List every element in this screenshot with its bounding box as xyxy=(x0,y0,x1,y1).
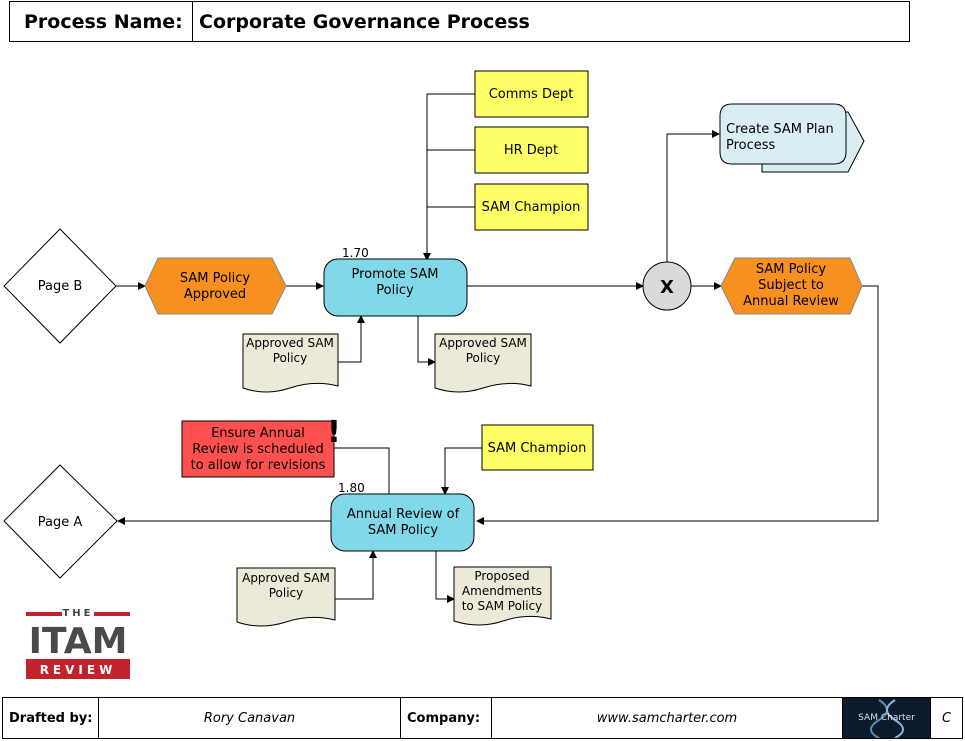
page-a-connector[interactable]: Page A xyxy=(3,464,118,579)
role-label: SAM Champion xyxy=(488,441,587,456)
document-label-line: Proposed xyxy=(474,569,529,583)
step-170-label-line: Promote SAM xyxy=(351,267,438,282)
event-label-line: Approved xyxy=(184,287,246,302)
document-label-line: to SAM Policy xyxy=(462,599,543,613)
logo-the: THE xyxy=(62,608,93,619)
document-label-line: Policy xyxy=(466,351,501,365)
company-label: Company: xyxy=(401,698,492,738)
page-a-label: Page A xyxy=(38,515,83,530)
note-label-line: to allow for revisions xyxy=(191,458,326,473)
version-value: C xyxy=(941,710,952,726)
subprocess-label-line: Create SAM Plan xyxy=(726,122,834,137)
process-name-label: Process Name: xyxy=(10,2,193,41)
connector-gateway-to-subprocess xyxy=(666,130,720,262)
event-sam-policy-approved[interactable]: SAM Policy Approved xyxy=(144,257,287,315)
role-hr-dept[interactable]: HR Dept xyxy=(474,126,589,174)
sam-charter-badge-text: SAM Charter xyxy=(858,713,915,723)
event-label-line: SAM Policy xyxy=(180,271,250,286)
drafted-by-label: Drafted by: xyxy=(3,698,99,738)
step-180-label-line: SAM Policy xyxy=(368,523,438,538)
event-sam-policy-annual-review[interactable]: SAM Policy Subject to Annual Review xyxy=(720,257,863,315)
process-step-annual-review[interactable]: Annual Review of SAM Policy xyxy=(330,493,475,552)
connector-event-to-180 xyxy=(476,285,879,525)
process-header: Process Name: Corporate Governance Proce… xyxy=(9,1,910,42)
connector-champion-to-180 xyxy=(441,447,482,495)
document-proposed-amendments[interactable]: Proposed Amendments to SAM Policy xyxy=(453,566,552,626)
document-label-line: Policy xyxy=(273,351,308,365)
company-value: www.samcharter.com xyxy=(492,698,843,738)
role-label: HR Dept xyxy=(504,143,558,158)
footer: Drafted by: Rory Canavan Company: www.sa… xyxy=(2,697,963,739)
event-label-line: Annual Review xyxy=(743,294,839,309)
role-sam-champion-2[interactable]: SAM Champion xyxy=(481,424,594,471)
connectors xyxy=(116,93,879,603)
role-comms-dept[interactable]: Comms Dept xyxy=(474,70,589,118)
step-170-label-line: Policy xyxy=(376,283,414,298)
page-b-label: Page B xyxy=(38,279,83,294)
xor-gateway[interactable]: X xyxy=(642,261,692,311)
connector-doc-in-180 xyxy=(335,550,377,600)
itam-review-logo: THE ITAM REVIEW xyxy=(26,607,130,679)
connector-roles-to-170 xyxy=(423,93,475,261)
document-label-line: Approved SAM xyxy=(242,571,330,585)
logo-bottom-bar xyxy=(26,659,130,679)
document-approved-sam-policy-input[interactable]: Approved SAM Policy xyxy=(242,333,339,393)
step-180-number: 1.80 xyxy=(338,481,365,495)
role-label: SAM Champion xyxy=(482,200,581,215)
note-label-line: Ensure Annual xyxy=(211,426,305,441)
connector-doc-out-170 xyxy=(417,316,436,366)
note-label-line: Review is scheduled xyxy=(192,442,324,457)
process-name-value: Corporate Governance Process xyxy=(199,10,530,33)
event-label-line: SAM Policy xyxy=(756,262,826,277)
subprocess-label-line: Process xyxy=(726,138,776,153)
role-sam-champion[interactable]: SAM Champion xyxy=(474,183,589,231)
document-approved-sam-policy-input-2[interactable]: Approved SAM Policy xyxy=(236,567,336,627)
document-label-line: Approved SAM xyxy=(246,336,334,350)
page-b-connector[interactable]: Page B xyxy=(3,228,117,344)
document-approved-sam-policy-output[interactable]: Approved SAM Policy xyxy=(434,333,532,393)
logo-review: REVIEW xyxy=(40,663,117,677)
connector-doc-out-180 xyxy=(435,551,455,603)
step-170-number: 1.70 xyxy=(342,246,369,260)
dna-icon xyxy=(870,699,904,738)
exclamation-icon: ! xyxy=(327,415,341,450)
note-ensure-annual-review[interactable]: Ensure Annual Review is scheduled to all… xyxy=(181,420,335,478)
document-label-line: Amendments xyxy=(462,584,542,598)
role-label: Comms Dept xyxy=(489,87,574,102)
gateway-label: X xyxy=(660,277,674,298)
logo-itam: ITAM xyxy=(29,621,128,662)
document-label-line: Approved SAM xyxy=(439,336,527,350)
connector-note-to-180 xyxy=(334,447,390,494)
sam-charter-badge: SAM Charter xyxy=(843,698,931,738)
connector-doc-in-170 xyxy=(338,315,365,363)
subprocess-create-sam-plan[interactable]: Create SAM Plan Process xyxy=(719,103,865,173)
document-label-line: Policy xyxy=(269,586,304,600)
drafted-by-value: Rory Canavan xyxy=(99,698,401,738)
step-180-label-line: Annual Review of xyxy=(347,507,460,522)
process-step-promote-sam-policy[interactable]: Promote SAM Policy xyxy=(323,258,468,317)
event-label-line: Subject to xyxy=(758,278,824,293)
